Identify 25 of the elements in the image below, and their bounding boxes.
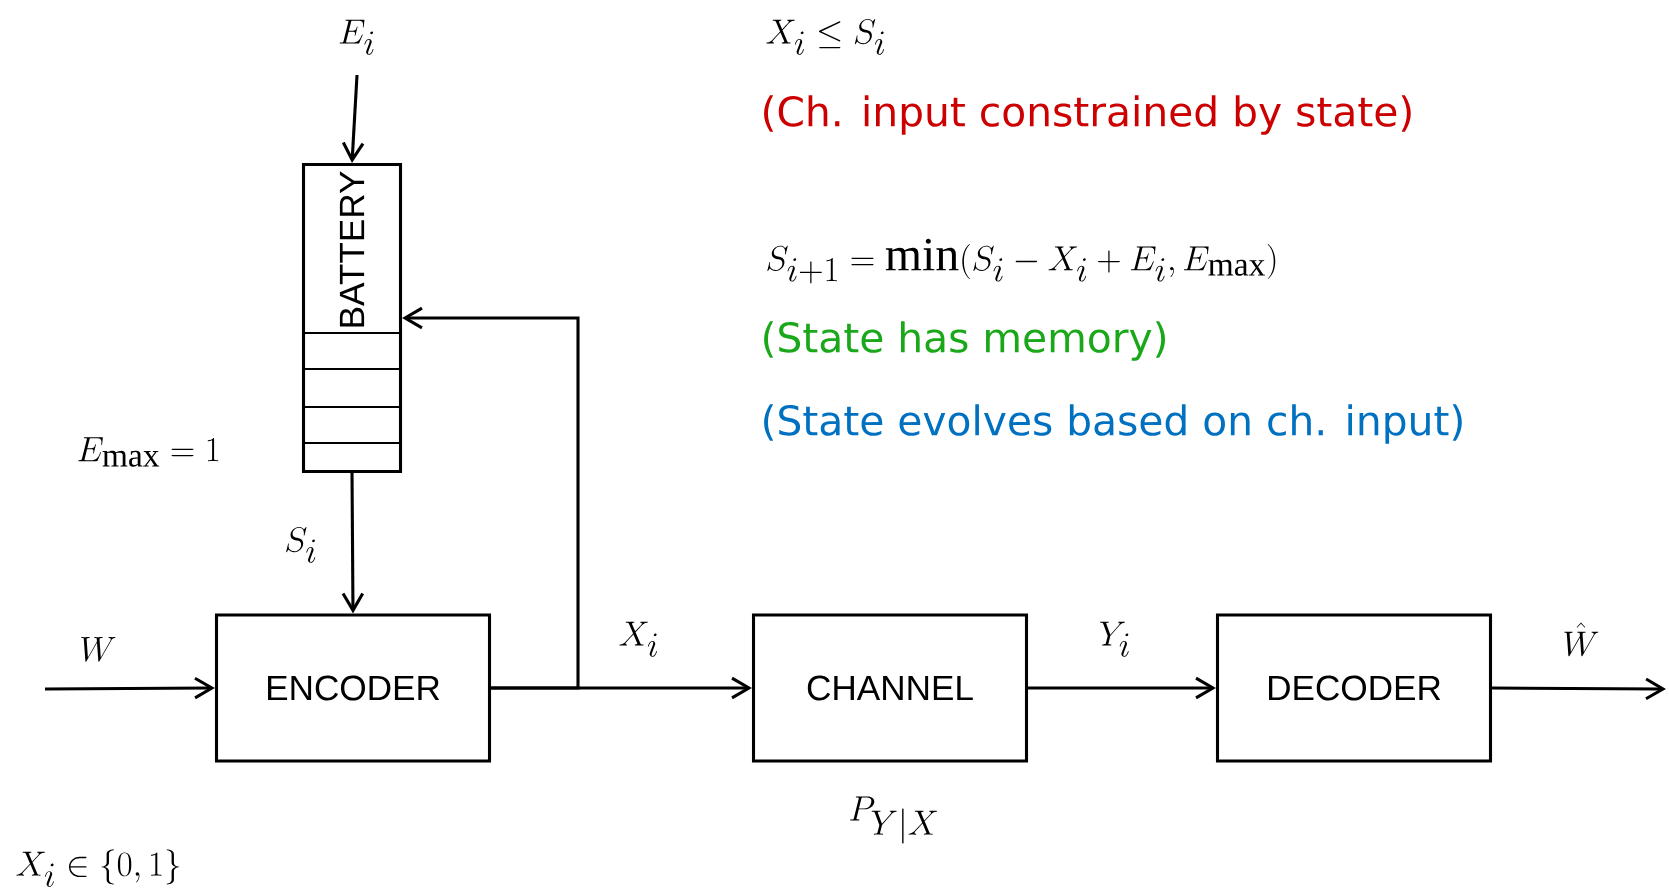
note-text: (State has memory) xyxy=(764,321,1166,361)
note-text: (State evolves based on ch. input) xyxy=(764,404,1462,444)
arrow xyxy=(1028,676,1216,700)
arrow xyxy=(341,473,365,614)
signal-label: $E_i$ xyxy=(339,19,374,55)
battery-box xyxy=(301,162,403,474)
formula: $X_i \in \{0,1\}$ xyxy=(16,849,179,887)
block-box: CHANNEL xyxy=(751,613,1029,763)
formula: $S_{i+1} = \min(S_i - X_i + E_i, E_{\max})$ xyxy=(767,238,1276,284)
signal-label: $Y_i$ xyxy=(1100,621,1129,657)
arrow xyxy=(341,74,365,163)
signal-label: $W$ xyxy=(81,637,116,662)
arrow xyxy=(402,306,580,690)
signal-label: $S_i$ xyxy=(286,526,316,563)
arrow xyxy=(1492,677,1666,701)
block-box: ENCODER xyxy=(214,613,492,763)
formula: $E_{\max} = 1$ xyxy=(78,437,219,467)
signal-label: $\hat{W}$ xyxy=(1564,622,1599,657)
block-box: DECODER xyxy=(1215,613,1493,763)
battery-label: BATTERY xyxy=(339,171,365,327)
arrow xyxy=(45,676,215,700)
signal-label: $X_i$ xyxy=(619,621,657,657)
channel-law: $P_{Y|X}$ xyxy=(850,796,937,844)
note-text: (Ch. input constrained by state) xyxy=(764,95,1411,135)
formula: $X_i \le S_i$ xyxy=(766,18,884,55)
